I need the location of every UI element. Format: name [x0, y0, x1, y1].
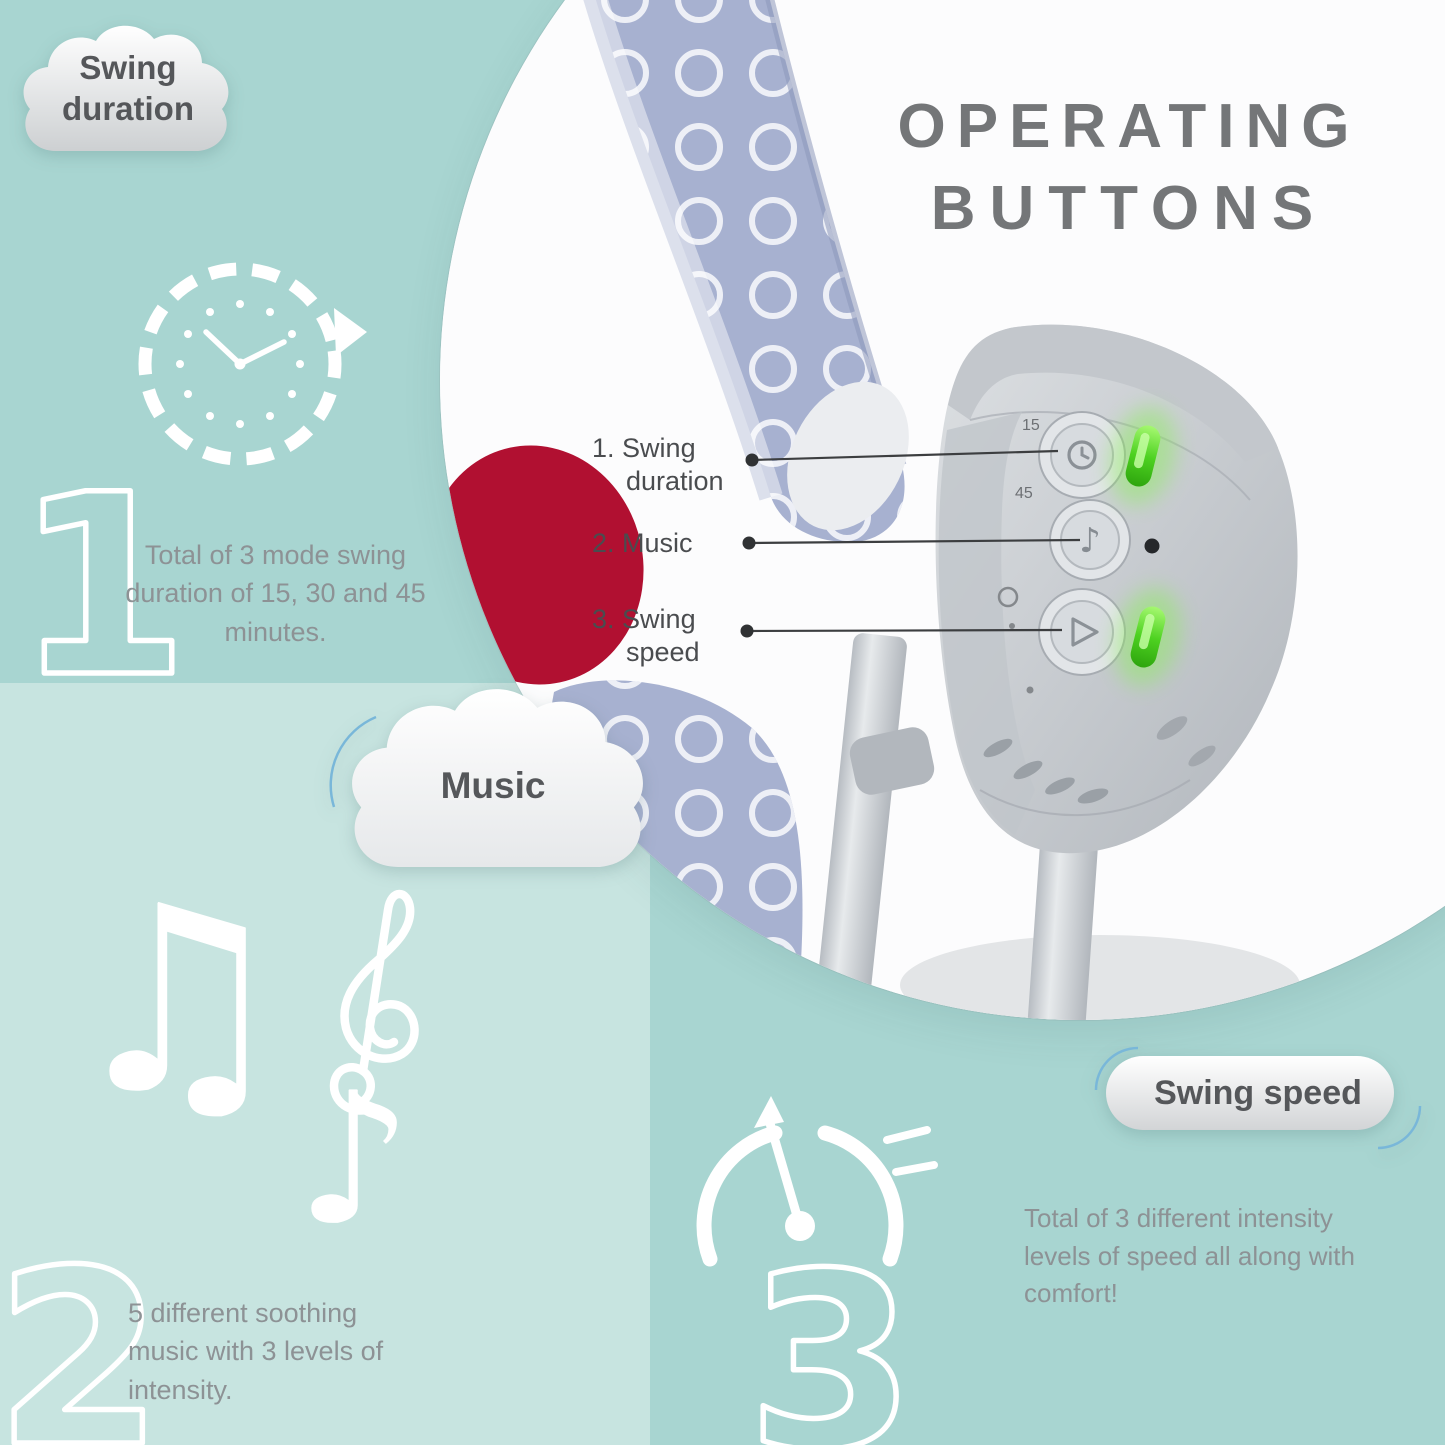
- callout-music: 2. Music: [592, 527, 693, 560]
- indicator-dot: [1009, 623, 1015, 629]
- cloud-shape: [1094, 1046, 1422, 1150]
- music-button: ♪: [1049, 499, 1131, 581]
- music-cloud: Music: [318, 655, 668, 890]
- callout-line: 3. Swing: [592, 604, 696, 634]
- cloud-shape: [329, 689, 643, 867]
- step-3-description: Total of 3 different intensity levels of…: [1024, 1203, 1355, 1309]
- treble-clef-icon: [329, 889, 419, 1115]
- callout-swing-speed: 3. Swing speed: [592, 603, 700, 669]
- callout-swing-duration: 1. Swing duration: [592, 432, 724, 498]
- callout-line: 1. Swing: [592, 433, 696, 463]
- swing-duration-cloud: Swing duration: [8, 8, 248, 178]
- swing-speed-button: [1038, 588, 1126, 676]
- page-title-line2: BUTTONS: [930, 174, 1328, 243]
- led-indicator-bottom: [1114, 587, 1182, 687]
- frame-tube-right: [1026, 838, 1098, 1020]
- music-single-note-icon: ♪: [296, 1053, 413, 1265]
- svg-text:1: 1: [15, 441, 189, 732]
- clock-icon: [138, 262, 367, 466]
- floor-shadow: [900, 935, 1300, 1020]
- cloud-shape: [23, 25, 229, 151]
- led-indicator-top: [1109, 406, 1177, 506]
- play-glyph: [1071, 617, 1099, 647]
- music-note-glyph: ♪: [1079, 521, 1101, 561]
- page-title-line1: OPERATING: [897, 92, 1361, 161]
- music-double-note-icon: ♫: [62, 851, 294, 1151]
- cloud-label-line2: duration: [62, 89, 194, 127]
- pod-vents: [983, 716, 1216, 804]
- mode-mark-45: 45: [1015, 485, 1033, 502]
- cloud-label-line1: Swing: [79, 49, 177, 86]
- step-number-2: 2: [0, 1216, 166, 1445]
- mode-mark-15: 15: [1022, 417, 1040, 434]
- callout-line: duration: [626, 465, 724, 496]
- speedometer-icon: [696, 1096, 938, 1267]
- swing-duration-cloud-label: Swing duration: [8, 48, 248, 130]
- step-2-description: 5 different soothing music with 3 levels…: [128, 1298, 384, 1405]
- step-number-1: 1: [12, 438, 191, 735]
- sensor-dot: [1144, 538, 1160, 554]
- clock-glyph: [1067, 440, 1097, 470]
- swing-speed-cloud-label: Swing speed: [1154, 1074, 1362, 1112]
- product-photo: 15 45 ♪: [440, 0, 1445, 1020]
- callout-line: speed: [626, 636, 700, 667]
- page-title: OPERATING BUTTONS: [868, 96, 1390, 240]
- music-cloud-label: Music: [440, 765, 546, 806]
- callout-line: 2. Music: [592, 528, 693, 558]
- swing-speed-cloud: Swing speed: [1088, 1042, 1428, 1154]
- indicator-dot: [1026, 686, 1034, 694]
- svg-text:2: 2: [0, 1219, 163, 1445]
- step-1-description: Total of 3 mode swing duration of 15, 30…: [125, 540, 426, 647]
- tube-bracket: [849, 727, 935, 795]
- swing-duration-button: [1038, 411, 1126, 499]
- power-symbol: [997, 586, 1019, 608]
